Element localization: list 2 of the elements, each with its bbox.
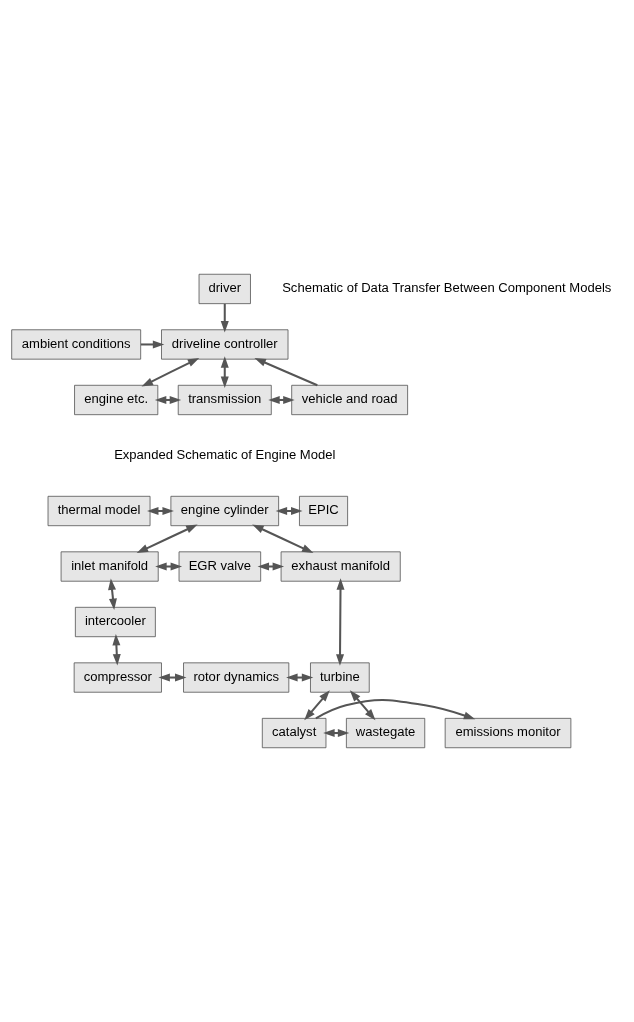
label: Expanded Schematic of Engine Model (114, 446, 336, 462)
label: Schematic of Data Transfer Between Component Models (282, 280, 612, 296)
